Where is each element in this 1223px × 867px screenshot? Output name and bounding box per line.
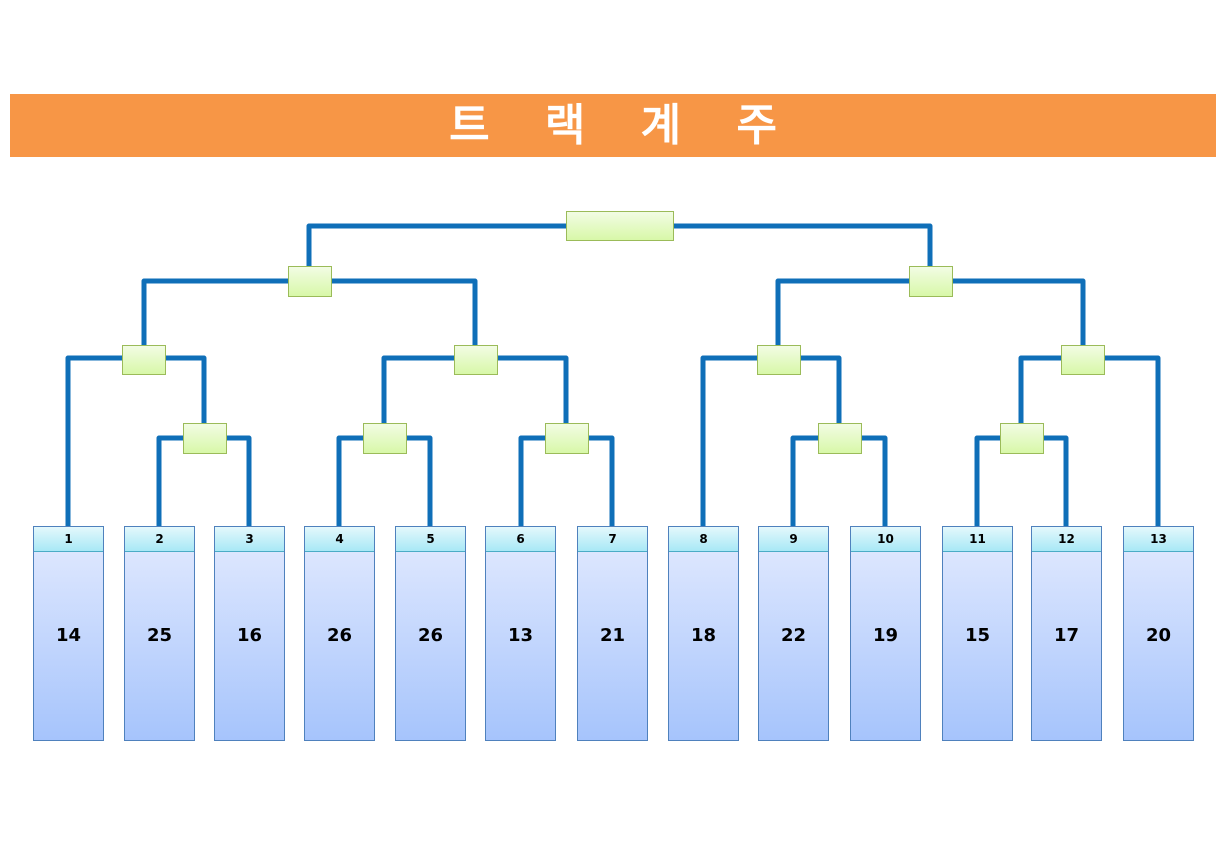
player-score: 26 bbox=[417, 624, 444, 646]
player-score: 16 bbox=[236, 624, 263, 646]
player-number: 8 bbox=[669, 527, 738, 552]
player-number: 6 bbox=[486, 527, 555, 552]
player-number: 1 bbox=[34, 527, 103, 552]
title-bar: 트 랙 계 주 bbox=[10, 94, 1216, 157]
player-column: 7 21 bbox=[577, 526, 648, 741]
player-column: 2 25 bbox=[124, 526, 195, 741]
player-column: 5 26 bbox=[395, 526, 466, 741]
match-round1-6-vs-7[interactable] bbox=[545, 423, 589, 454]
player-column: 3 16 bbox=[214, 526, 285, 741]
player-score: 21 bbox=[599, 624, 626, 646]
player-number: 9 bbox=[759, 527, 828, 552]
player-number: 3 bbox=[215, 527, 284, 552]
player-column: 11 15 bbox=[942, 526, 1013, 741]
player-column: 13 20 bbox=[1123, 526, 1194, 741]
player-score: 17 bbox=[1053, 624, 1080, 646]
player-score: 20 bbox=[1145, 624, 1172, 646]
match-round2-11-12-vs-13[interactable] bbox=[1061, 345, 1105, 375]
match-round2-1-vs-2-3[interactable] bbox=[122, 345, 166, 375]
player-number: 11 bbox=[943, 527, 1012, 552]
player-number: 13 bbox=[1124, 527, 1193, 552]
player-number: 2 bbox=[125, 527, 194, 552]
player-score: 15 bbox=[964, 624, 991, 646]
match-semifinal-right[interactable] bbox=[909, 266, 953, 297]
page-title: 트 랙 계 주 bbox=[449, 99, 797, 151]
match-round1-11-vs-12[interactable] bbox=[1000, 423, 1044, 454]
player-score: 14 bbox=[55, 624, 82, 646]
match-round1-4-vs-5[interactable] bbox=[363, 423, 407, 454]
player-score: 22 bbox=[780, 624, 807, 646]
match-final[interactable] bbox=[566, 211, 674, 241]
player-score: 19 bbox=[872, 624, 899, 646]
match-round2-4-5-vs-6-7[interactable] bbox=[454, 345, 498, 375]
player-number: 12 bbox=[1032, 527, 1101, 552]
match-semifinal-left[interactable] bbox=[288, 266, 332, 297]
player-column: 9 22 bbox=[758, 526, 829, 741]
player-score: 26 bbox=[326, 624, 353, 646]
player-number: 4 bbox=[305, 527, 374, 552]
player-score: 13 bbox=[507, 624, 534, 646]
match-round2-8-vs-9-10[interactable] bbox=[757, 345, 801, 375]
player-score: 25 bbox=[146, 624, 173, 646]
match-round1-2-vs-3[interactable] bbox=[183, 423, 227, 454]
player-column: 6 13 bbox=[485, 526, 556, 741]
player-column: 1 14 bbox=[33, 526, 104, 741]
player-column: 12 17 bbox=[1031, 526, 1102, 741]
player-column: 8 18 bbox=[668, 526, 739, 741]
player-number: 10 bbox=[851, 527, 920, 552]
player-number: 7 bbox=[578, 527, 647, 552]
player-column: 10 19 bbox=[850, 526, 921, 741]
match-round1-9-vs-10[interactable] bbox=[818, 423, 862, 454]
player-score: 18 bbox=[690, 624, 717, 646]
player-column: 4 26 bbox=[304, 526, 375, 741]
player-number: 5 bbox=[396, 527, 465, 552]
